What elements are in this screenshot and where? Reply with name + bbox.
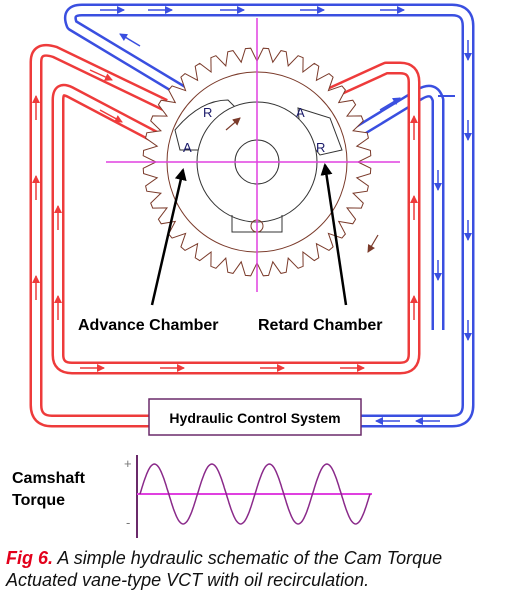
- port-r-right: R: [316, 140, 325, 155]
- hydraulic-control-box: Hydraulic Control System: [148, 398, 362, 436]
- torque-minus-sign: -: [126, 515, 130, 530]
- port-a-left: A: [183, 140, 192, 155]
- torque-plus-sign: +: [124, 456, 132, 471]
- torque-plot: [136, 455, 372, 538]
- torque-wave: [139, 463, 371, 525]
- figure-label: Fig 6.: [6, 548, 54, 568]
- camshaft-torque-label-2: Torque: [12, 492, 65, 509]
- camshaft-torque-label-1: Camshaft: [12, 470, 86, 487]
- figure-caption: Fig 6. A simple hydraulic schematic of t…: [6, 547, 506, 591]
- chamber-pointers: [150, 163, 348, 306]
- hydraulic-control-label: Hydraulic Control System: [169, 410, 340, 426]
- retard-chamber-label: Retard Chamber: [258, 317, 382, 334]
- advance-chamber-label: Advance Chamber: [78, 317, 219, 334]
- centerlines: [106, 18, 400, 292]
- port-r-left: R: [203, 105, 212, 120]
- port-a-right: A: [296, 105, 305, 120]
- vct-hydraulic-diagram: A R A R Advance Chamber Retard Chamber H…: [12, 3, 475, 538]
- caption-text: A simple hydraulic schematic of the Cam …: [6, 548, 443, 590]
- advance-oil-circuit: [29, 43, 421, 428]
